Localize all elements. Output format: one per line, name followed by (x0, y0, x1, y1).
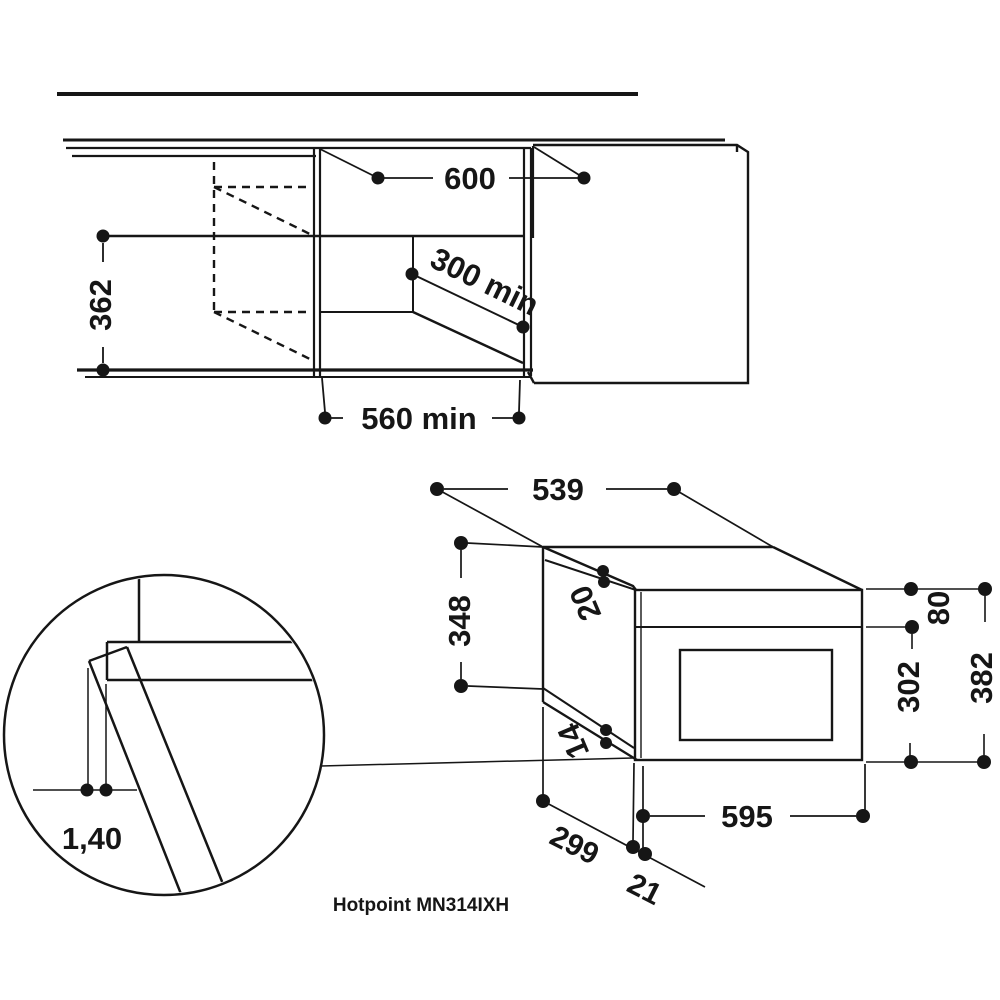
oven-front-frame (633, 588, 864, 762)
detail-circle (2, 573, 326, 897)
detail-magnified-drawing (33, 577, 322, 893)
dim-niche-width: 560 min (318, 377, 526, 436)
detail-leader-line (320, 757, 634, 767)
detail-open-door-bar (87, 645, 225, 893)
dim-niche-height: 362 (83, 229, 118, 377)
dim-label-body-depth: 299 (545, 819, 605, 871)
dim-label-front-total-height: 382 (964, 652, 999, 704)
dim-label-panel-height: 80 (921, 591, 956, 625)
dim-label-body-width: 539 (532, 472, 584, 507)
counter-under-lines (66, 146, 531, 158)
oven-body-bottom-edge (542, 687, 635, 749)
right-extension-lines (866, 588, 990, 763)
dim-label-front-width: 595 (721, 799, 773, 834)
dim-body-width: 539 (430, 472, 774, 548)
dim-label-niche-width: 560 min (361, 401, 476, 436)
detail-frame-bar (105, 640, 322, 682)
detail-circle-view: 1,40 (2, 573, 634, 897)
dim-body-height: 348 (442, 536, 544, 693)
dim-label-cabinet-width: 600 (444, 161, 496, 196)
door-swing-dashed-lines (212, 162, 315, 363)
dim-label-niche-depth: 300 min (425, 241, 544, 323)
dim-label-body-height: 348 (442, 595, 477, 647)
dim-label-front-frame-depth: 21 (622, 867, 667, 912)
dim-label-bottom-overlap: 14 (550, 718, 596, 764)
dim-bottom-overlap: 14 (550, 718, 612, 764)
cabinet-niche-section: 600 362 300 min 560 min (57, 92, 750, 436)
dim-label-door-height: 302 (891, 661, 926, 713)
niche-floor-edge (412, 310, 524, 365)
oven-left-face (541, 547, 638, 762)
dim-label-niche-height: 362 (83, 279, 118, 331)
detail-dim-lines (33, 668, 137, 791)
niche-walls (312, 146, 535, 377)
oven-door-window (678, 648, 834, 742)
oven-frame-top-edge (544, 559, 637, 591)
dim-front-width: 595 (636, 764, 870, 853)
dim-cabinet-width: 600 (319, 146, 591, 196)
oven-projection: 539 348 20 14 80 302 382 (430, 472, 999, 912)
model-label: Hotpoint MN314IXH (333, 895, 509, 916)
dim-label-door-clearance: 1,40 (62, 821, 122, 856)
cabinet-door-panel (526, 143, 750, 385)
niche-back-edges (321, 236, 414, 313)
